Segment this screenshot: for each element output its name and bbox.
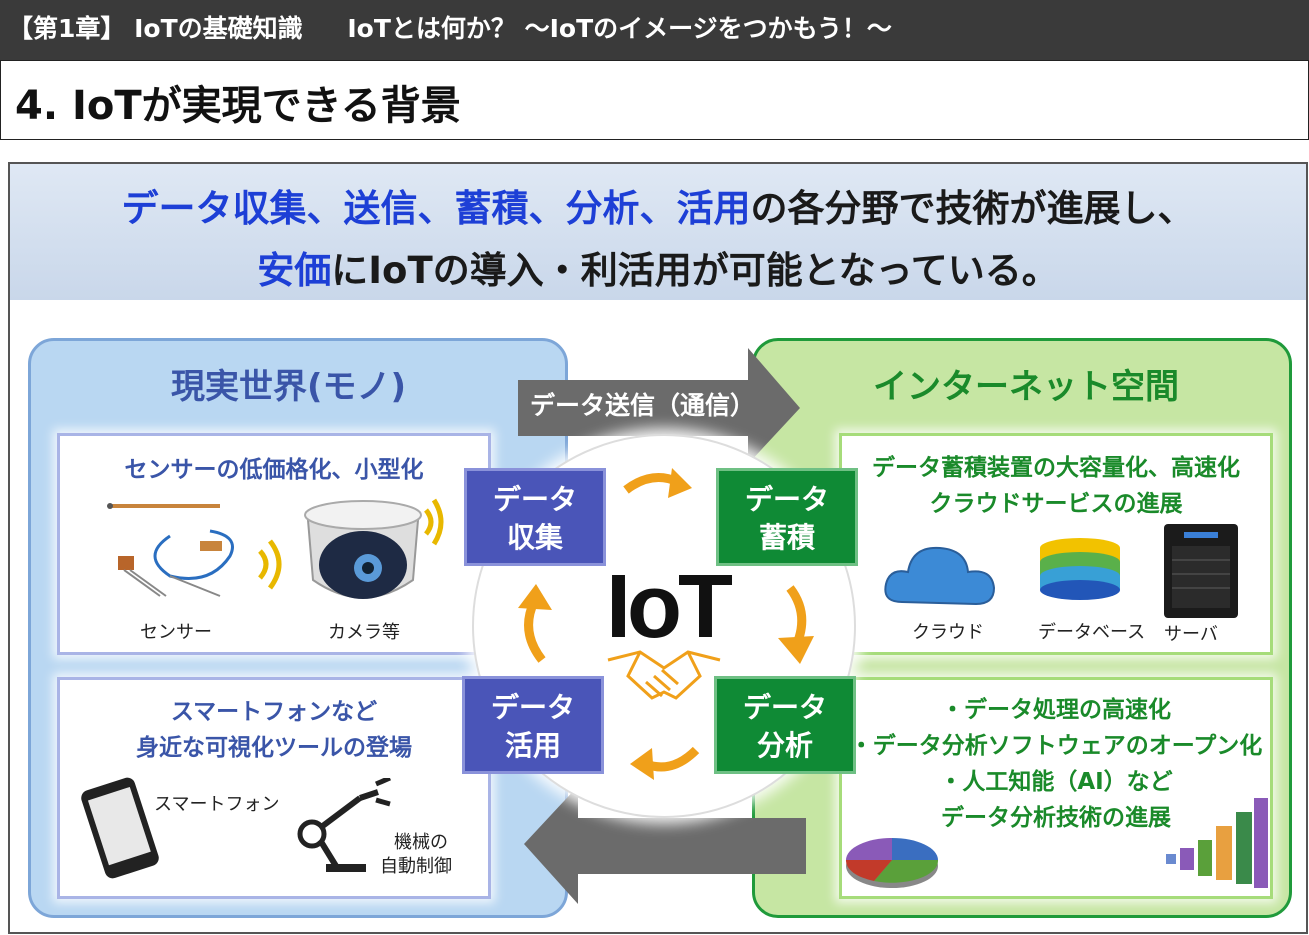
banner-line-2: 安価にIoTの導入・利活用が可能となっている。 <box>10 240 1306 294</box>
analysis-box: ・データ処理の高速化 ・データ分析ソフトウェアのオープン化 ・人工知能（AI）な… <box>839 677 1273 899</box>
cloud-icon <box>884 546 996 606</box>
visualization-heading-2: 身近な可視化ツールの登場 <box>136 735 412 761</box>
bar-stack-icon <box>1166 798 1268 888</box>
handshake-icon <box>607 650 721 700</box>
analysis-line-4: データ分析技術の進展 <box>941 805 1171 831</box>
return-flow-arrow <box>524 786 806 904</box>
step-data-utilize: データ 活用 <box>462 676 604 774</box>
server-icon <box>1164 524 1238 618</box>
analysis-line-2: ・データ分析ソフトウェアのオープン化 <box>849 733 1263 759</box>
data-transmit-arrow <box>518 348 800 464</box>
server-caption: サーバ <box>1164 624 1218 645</box>
summary-banner: データ収集、送信、蓄積、分析、活用の各分野で技術が進展し、 安価にIoTの導入・… <box>10 164 1306 300</box>
sensor-icon <box>107 503 282 597</box>
camera-caption: カメラ等 <box>328 622 400 643</box>
camera-icon <box>304 498 444 599</box>
internet-panel: インターネット空間 データ蓄積装置の大容量化、高速化 クラウドサービスの進展 <box>752 338 1292 918</box>
analysis-line-1: ・データ処理の高速化 <box>941 697 1171 723</box>
title-bar: 4. IoTが実現できる背景 <box>0 60 1309 140</box>
step-store-line-1: データ <box>744 483 829 516</box>
step-data-analyze: データ 分析 <box>714 676 856 774</box>
slide-frame: データ収集、送信、蓄積、分析、活用の各分野で技術が進展し、 安価にIoTの導入・… <box>8 162 1308 934</box>
step-analyze-line-1: データ <box>742 691 827 724</box>
cycle-arrow-right-icon <box>778 585 814 664</box>
visualization-heading-1: スマートフォンなど <box>170 699 378 725</box>
storage-box: データ蓄積装置の大容量化、高速化 クラウドサービスの進展 <box>839 433 1273 655</box>
storage-heading-1: データ蓄積装置の大容量化、高速化 <box>872 455 1240 481</box>
sensor-caption: センサー <box>140 622 212 643</box>
analysis-line-3: ・人工知能（AI）など <box>939 769 1173 795</box>
data-transmit-label: データ送信（通信） <box>530 391 756 420</box>
robot-caption-1: 機械の <box>394 832 448 853</box>
smartphone-icon <box>81 777 159 879</box>
cycle-arrow-left-icon <box>518 584 552 663</box>
banner-line-2-rest: にIoTの導入・利活用が可能となっている。 <box>331 249 1059 292</box>
robot-arm-icon <box>297 778 391 872</box>
real-world-title: 現実世界(モノ) <box>171 367 407 407</box>
smartphone-caption: スマートフォン <box>154 794 280 815</box>
iot-logo: IoT <box>606 557 733 657</box>
page-title: 4. IoTが実現できる背景 <box>15 83 461 129</box>
robot-caption-2: 自動制御 <box>380 856 452 877</box>
cycle-arrow-bottom-icon <box>630 746 700 780</box>
sensor-box: センサーの低価格化、小型化 <box>57 433 491 655</box>
internet-title: インターネット空間 <box>873 367 1179 407</box>
pie-chart-icon <box>845 838 939 888</box>
step-utilize-line-2: 活用 <box>504 729 561 762</box>
chapter-label: 【第1章】 IoTの基礎知識 <box>8 14 303 43</box>
banner-line-1-highlight: データ収集、送信、蓄積、分析、活用 <box>121 187 751 230</box>
step-collect-line-2: 収集 <box>506 521 563 554</box>
step-data-store: データ 蓄積 <box>716 468 858 566</box>
storage-heading-2: クラウドサービスの進展 <box>929 491 1183 517</box>
banner-line-1: データ収集、送信、蓄積、分析、活用の各分野で技術が進展し、 <box>10 178 1306 232</box>
step-utilize-line-1: データ <box>490 691 575 724</box>
chapter-header: 【第1章】 IoTの基礎知識 IoTとは何か？ ～IoTのイメージをつかもう！～ <box>0 0 1309 60</box>
banner-line-2-highlight: 安価 <box>257 249 332 292</box>
cloud-caption: クラウド <box>912 622 984 643</box>
step-data-collect: データ 収集 <box>464 468 606 566</box>
database-icon <box>1040 538 1120 600</box>
step-collect-line-1: データ <box>492 483 577 516</box>
database-caption: データベース <box>1038 622 1146 643</box>
sensor-heading: センサーの低価格化、小型化 <box>124 457 424 483</box>
visualization-box: スマートフォンなど 身近な可視化ツールの登場 スマートフォン 機械の 自動制御 <box>57 677 491 899</box>
cycle-arrow-top-icon <box>623 468 692 498</box>
step-analyze-line-2: 分析 <box>756 729 813 762</box>
banner-line-1-rest: の各分野で技術が進展し、 <box>750 187 1195 230</box>
section-label: IoTとは何か？ ～IoTのイメージをつかもう！～ <box>347 14 892 43</box>
step-store-line-2: 蓄積 <box>758 521 815 554</box>
